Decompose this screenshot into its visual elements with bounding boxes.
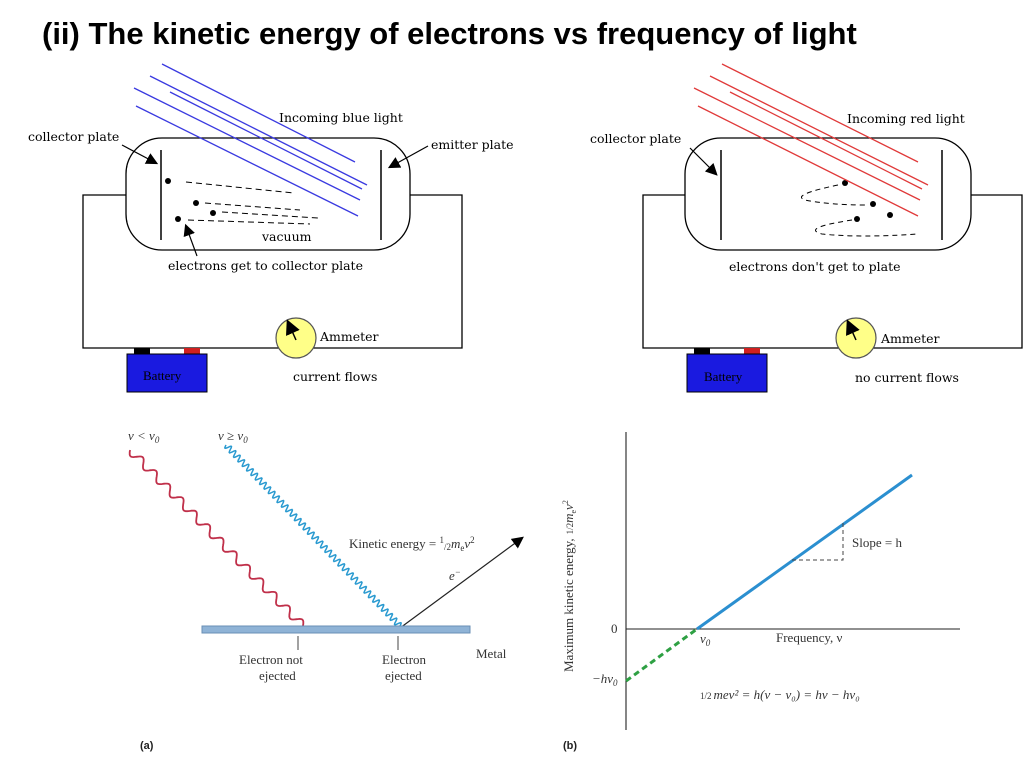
current-status-label: no current flows [855, 370, 959, 385]
ejected-electron-arrow [399, 536, 524, 629]
battery-terminal-pos [744, 348, 760, 354]
kinetic-energy-line [696, 473, 913, 631]
electrons-result-label: electrons don't get to plate [729, 259, 901, 274]
ammeter-label: Ammeter [319, 329, 379, 344]
collector-plate-label: collector plate [590, 131, 681, 146]
battery-terminal-neg [694, 348, 710, 354]
circuit-wire [642, 194, 1023, 349]
incoming-light-label: Incoming blue light [279, 110, 403, 125]
emitter-plate-label: emitter plate [431, 137, 514, 152]
threshold-frequency-label: ν0 [700, 631, 711, 648]
electrons-result-label: electrons get to collector plate [168, 258, 363, 273]
electron-path [185, 181, 295, 194]
y-intercept-label: −hν0 [592, 671, 618, 688]
figure-a-tag: (a) [140, 740, 154, 752]
extrapolated-line [625, 627, 698, 683]
battery [126, 353, 208, 393]
circuit-wire [82, 194, 463, 349]
vacuum-tube [684, 137, 972, 251]
incoming-light-label: Incoming red light [847, 111, 965, 126]
battery-terminal-pos [184, 348, 200, 354]
red-light-panel: Incoming red light collector plate elect… [590, 63, 1023, 393]
electron-dot [887, 212, 893, 218]
blue-light-rays [133, 63, 368, 217]
battery-label: Battery [704, 369, 743, 384]
blue-light-panel: Incoming blue light collector plate emit… [28, 63, 514, 393]
slide-title: (ii) The kinetic energy of electrons vs … [42, 16, 857, 51]
battery-terminal-neg [134, 348, 150, 354]
red-photon-wave [128, 449, 305, 627]
ammeter-label: Ammeter [880, 331, 940, 346]
ammeter-needle [286, 319, 300, 341]
electron-dot [210, 210, 216, 216]
electron-dot [842, 180, 848, 186]
collector-arrow [121, 144, 159, 165]
blue-photon-wave [223, 444, 403, 627]
figure-b: Slope = h 0 −hν0 ν0 Frequency, ν Maximum… [561, 432, 960, 752]
collector-arrow [689, 147, 718, 176]
battery-label: Battery [143, 368, 182, 383]
collector-plate-label: collector plate [28, 129, 119, 144]
vacuum-label: vacuum [261, 229, 312, 244]
kinetic-energy-label: Kinetic energy = 1/2mev2 [349, 535, 475, 553]
electron-dot [175, 216, 181, 222]
slope-triangle [792, 522, 844, 561]
electron-arrow [183, 223, 198, 257]
vacuum-tube [125, 137, 411, 251]
figure-b-tag: (b) [563, 740, 577, 752]
metal-surface [201, 625, 471, 634]
emitter-arrow [387, 145, 429, 169]
x-axis-label: Frequency, ν [776, 630, 843, 645]
electron-symbol: e− [449, 567, 461, 583]
electron-dot [870, 201, 876, 207]
electron-not-ejected-label-2: ejected [259, 668, 296, 683]
y-zero-label: 0 [611, 621, 618, 636]
y-axis-label: Maximum kinetic energy,1/2mev2 [561, 500, 578, 672]
electron-path [815, 219, 919, 237]
ammeter-needle [846, 319, 860, 341]
battery [686, 353, 768, 393]
figure-a: ν < ν0 ν ≥ ν0 Kinetic energy = 1/2mev2 e… [128, 428, 524, 752]
electron-not-ejected-label: Electron not [239, 652, 303, 667]
electron-dot [193, 200, 199, 206]
ammeter-dial [835, 317, 877, 359]
red-light-rays [693, 63, 929, 217]
electron-path [800, 184, 866, 206]
electron-dot [854, 216, 860, 222]
electron-ejected-label-2: ejected [385, 668, 422, 683]
ammeter-dial [275, 317, 317, 359]
slope-label: Slope = h [852, 535, 902, 550]
metal-label: Metal [476, 646, 507, 661]
red-wave-label: ν < ν0 [128, 428, 160, 445]
electron-dot [165, 178, 171, 184]
electron-path [221, 211, 319, 219]
electron-path [187, 219, 311, 225]
electron-ejected-label: Electron [382, 652, 427, 667]
electron-path [204, 202, 301, 211]
current-status-label: current flows [293, 369, 377, 384]
blue-wave-label: ν ≥ ν0 [218, 428, 248, 445]
